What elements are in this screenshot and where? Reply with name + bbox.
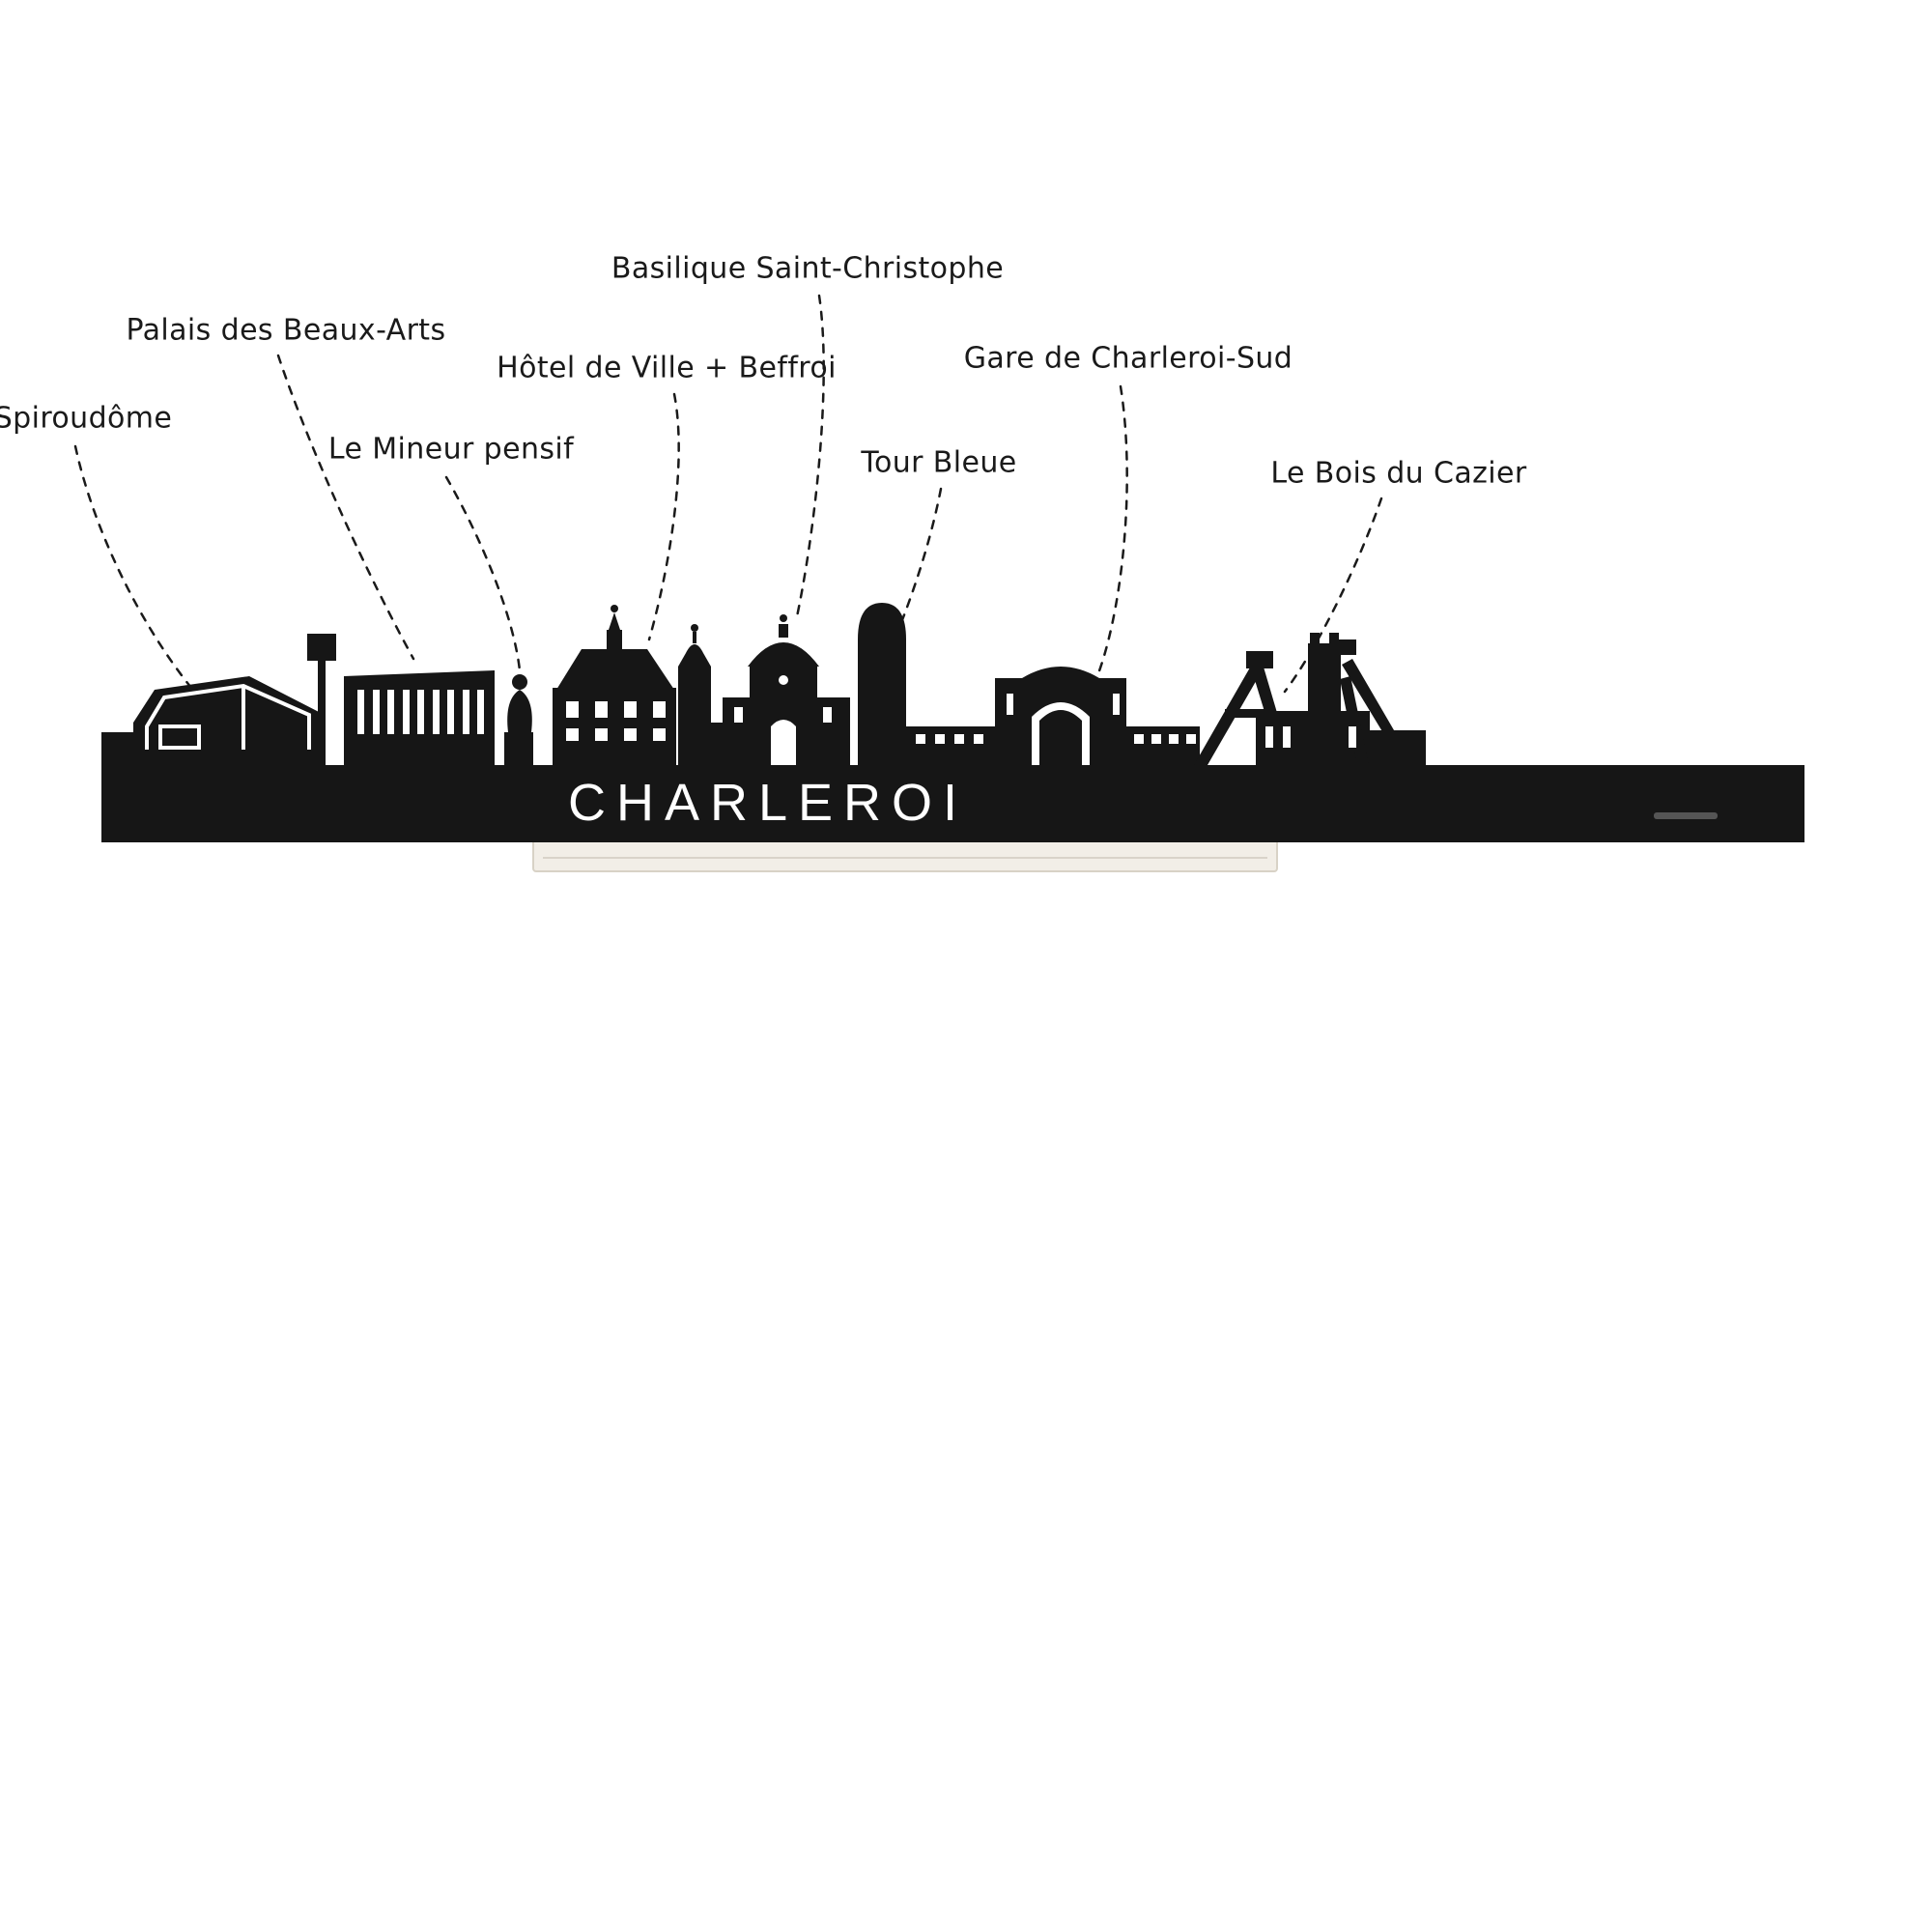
gare-arch-inner xyxy=(1039,710,1082,765)
leader-line-le-mineur-pensif xyxy=(444,475,522,672)
building-le-mineur-pensif xyxy=(504,674,533,765)
skyline-base xyxy=(101,765,1804,842)
stand xyxy=(532,838,1278,872)
label-le-bois-du-cazier: Le Bois du Cazier xyxy=(1270,456,1527,491)
skyline-title: CHARLEROI xyxy=(568,774,968,832)
building-flag xyxy=(307,634,336,661)
building-flag-pole xyxy=(318,661,326,767)
wall-windows-right xyxy=(1134,734,1196,744)
leader-line-hotel-de-ville-beffroi xyxy=(647,392,680,641)
leader-line-spiroudome xyxy=(73,444,193,690)
spiroudome-panel-lines xyxy=(145,683,311,750)
gare-slit-right xyxy=(1113,694,1120,715)
label-le-mineur-pensif: Le Mineur pensif xyxy=(327,432,575,467)
hotel-windows xyxy=(566,701,666,741)
building-beffroi xyxy=(678,624,711,765)
building-right-block xyxy=(1370,730,1426,765)
leader-lines xyxy=(73,294,1383,694)
label-spiroudome: Spiroudôme xyxy=(0,401,173,436)
palais-window-slits xyxy=(357,690,484,734)
spiroudome-door xyxy=(158,724,201,750)
wall-gare-left xyxy=(906,726,995,765)
basilique-slit-left xyxy=(734,707,743,723)
label-gare-de-charleroi-sud: Gare de Charleroi-Sud xyxy=(963,341,1293,376)
label-hotel-de-ville-beffroi: Hôtel de Ville + Beffroi xyxy=(497,351,837,385)
basilique-dome-window xyxy=(779,675,788,685)
label-basilique-saint-christophe: Basilique Saint-Christophe xyxy=(611,251,1005,286)
wall-gare-right xyxy=(1126,726,1200,765)
label-palais-des-beaux-arts: Palais des Beaux-Arts xyxy=(126,313,446,348)
basilique-arch-door xyxy=(771,720,796,765)
wall-windows-left xyxy=(916,734,983,744)
building-tour-bleue xyxy=(858,603,906,765)
leader-line-basilique-saint-christophe xyxy=(794,294,825,623)
cazier-window-slits xyxy=(1265,726,1356,748)
skyline-silhouette xyxy=(101,603,1804,842)
building-hotel-de-ville xyxy=(553,605,676,765)
skyline-cutouts xyxy=(145,675,1356,765)
basilique-slit-right xyxy=(823,707,832,723)
gare-slit-left xyxy=(1007,694,1013,715)
watermark xyxy=(1654,812,1718,819)
label-tour-bleue: Tour Bleue xyxy=(861,445,1017,480)
leader-line-gare-de-charleroi-sud xyxy=(1092,384,1128,688)
leader-line-tour-bleue xyxy=(896,487,943,632)
left-low-wall xyxy=(101,732,136,771)
leader-line-palais-des-beaux-arts xyxy=(276,354,415,661)
